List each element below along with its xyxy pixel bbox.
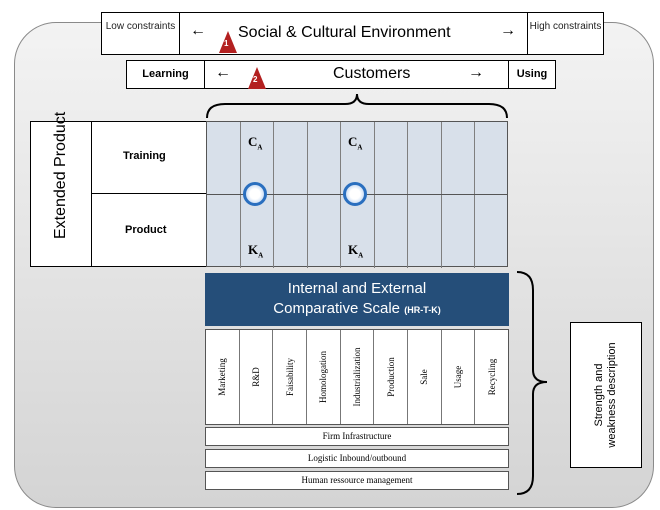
grid-column xyxy=(442,122,475,268)
cycle-icon xyxy=(243,182,267,206)
human-resource-row: Human ressource management xyxy=(205,471,509,490)
grid-column xyxy=(308,122,341,268)
strength-weakness-label: Strength and weakness description xyxy=(593,342,619,447)
activity-cell: Marketing xyxy=(206,330,240,424)
product-label: Product xyxy=(125,224,167,236)
low-constraints-box: Low constraints xyxy=(101,12,180,55)
activity-label: Recycling xyxy=(486,358,497,396)
activity-cell: Industrialization xyxy=(341,330,375,424)
learning-box: Learning xyxy=(126,60,205,89)
col-divider xyxy=(91,121,92,267)
comparative-scale-box: Internal and External Comparative Scale … xyxy=(205,273,509,326)
social-cultural-bar xyxy=(101,12,604,55)
grid-column xyxy=(375,122,408,268)
extended-product-table xyxy=(30,121,208,267)
activity-cell: Faisability xyxy=(273,330,308,424)
grid-column xyxy=(241,122,274,268)
customers-left-arrow: ← xyxy=(215,64,231,81)
grid-column xyxy=(274,122,308,268)
customers-title: Customers xyxy=(333,65,411,82)
cycle-grid: CA CA KA KA xyxy=(206,121,508,268)
grid-column xyxy=(341,122,375,268)
strength-weakness-line-1: Strength and xyxy=(593,363,605,427)
activity-cell: Recycling xyxy=(475,330,508,424)
activity-cell: R&D xyxy=(240,330,274,424)
firm-infrastructure-row: Firm Infrastructure xyxy=(205,427,509,446)
c-marker-2: CA xyxy=(348,134,363,152)
high-constraints-box: High constraints xyxy=(527,12,604,55)
activity-label: R&D xyxy=(251,367,261,387)
strength-weakness-line-2: weakness description xyxy=(606,342,618,448)
activity-cell: Sale xyxy=(408,330,442,424)
extended-product-label: Extended Product xyxy=(52,111,69,239)
right-brace xyxy=(516,271,548,495)
activity-label: Marketing xyxy=(217,358,228,396)
activity-label: Usage xyxy=(453,365,464,389)
marker-1: 1 xyxy=(219,31,237,53)
grid-column xyxy=(207,122,241,268)
scale-line-2: Comparative Scale (HR-T-K) xyxy=(273,300,441,317)
scale-line-1: Internal and External xyxy=(287,280,427,297)
row-divider xyxy=(91,193,207,194)
k-marker-1: KA xyxy=(248,242,264,260)
using-box: Using xyxy=(508,60,556,89)
k-marker-2: KA xyxy=(348,242,364,260)
right-arrow: → xyxy=(500,22,516,39)
activity-cell: Homologation xyxy=(307,330,341,424)
activity-label: Production xyxy=(385,357,396,397)
left-arrow: ← xyxy=(190,22,206,39)
c-marker-1: CA xyxy=(248,134,263,152)
activity-cell: Production xyxy=(374,330,409,424)
activity-label: Sale xyxy=(419,369,430,385)
activity-cell: Usage xyxy=(442,330,476,424)
social-cultural-title: Social & Cultural Environment xyxy=(238,24,451,41)
customers-right-arrow: → xyxy=(468,64,484,81)
training-label: Training xyxy=(123,150,166,162)
grid-column xyxy=(408,122,442,268)
activity-columns: Marketing R&D Faisability Homologation I… xyxy=(205,329,509,425)
activity-label: Faisability xyxy=(284,358,295,396)
activity-label: Homologation xyxy=(318,351,329,403)
activity-label: Industrialization xyxy=(352,347,363,407)
logistic-row: Logistic Inbound/outbound xyxy=(205,449,509,468)
strength-weakness-box xyxy=(570,322,642,468)
scale-abbr: (HR-T-K) xyxy=(404,305,441,315)
marker-2: 2 xyxy=(248,67,266,89)
cycle-icon xyxy=(343,182,367,206)
top-brace xyxy=(206,93,508,119)
